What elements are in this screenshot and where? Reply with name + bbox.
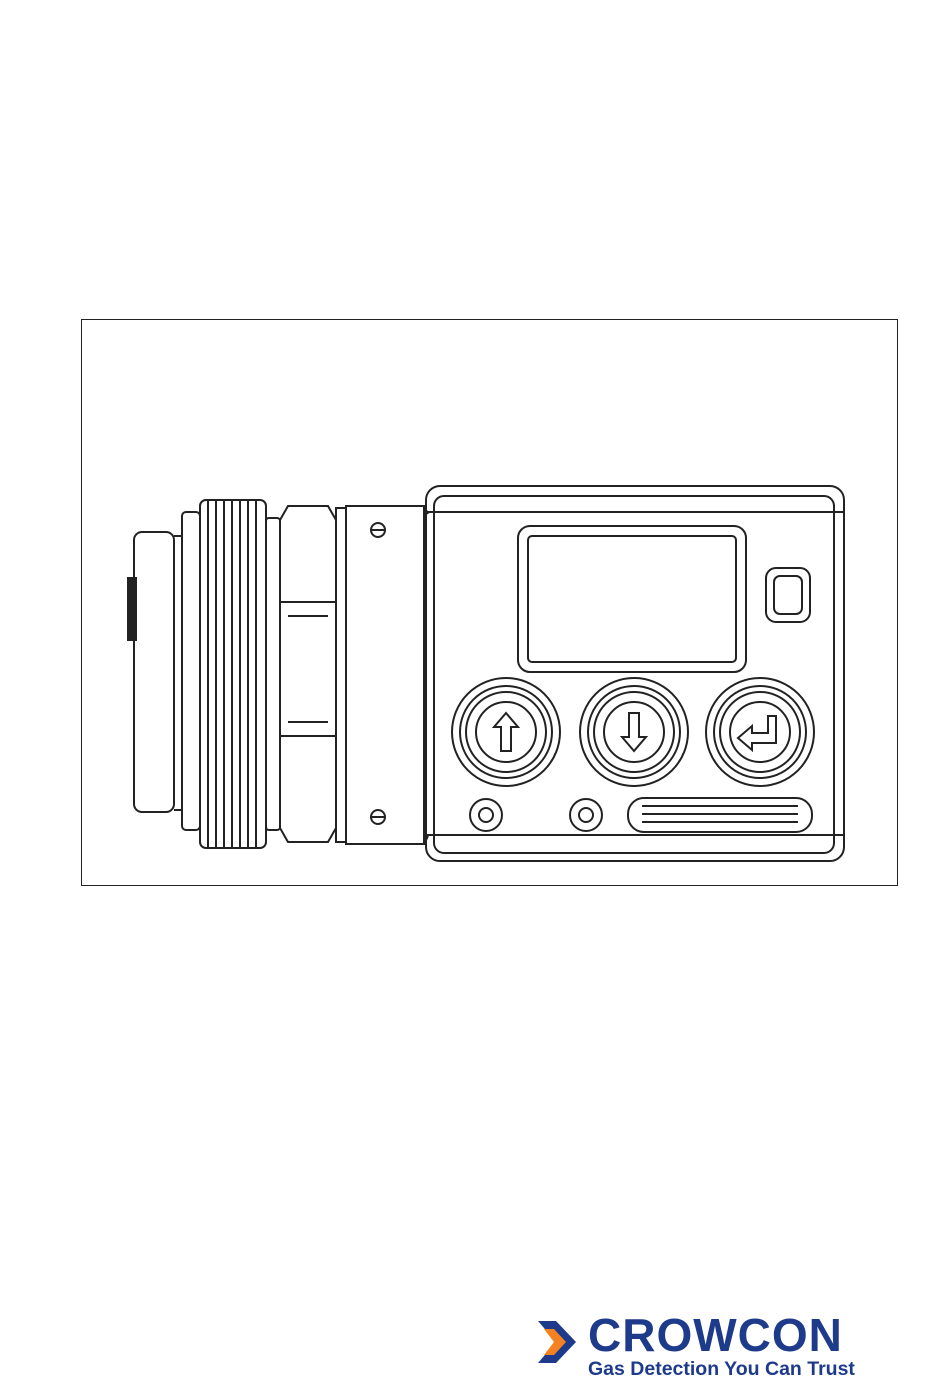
brand-tagline: Gas Detection You Can Trust [588,1358,855,1381]
sensor-cap [128,532,182,812]
button-down[interactable] [580,678,688,786]
crowcon-mark-icon [536,1319,582,1365]
hex-nut [280,506,336,842]
threaded-collar [182,500,280,848]
crowcon-logo: CROWCON Gas Detection You Can Trust [536,1318,896,1390]
screw-left [470,799,502,831]
housing [426,486,844,861]
button-enter[interactable] [706,678,814,786]
detector-drawing [82,320,899,887]
magnetic-slot [628,798,812,832]
brand-name: CROWCON [588,1312,843,1358]
display-window [518,526,746,672]
mounting-bracket [336,506,428,844]
arrow-down-icon [622,713,646,751]
enter-return-icon [738,716,776,750]
arrow-up-icon [494,713,518,751]
figure-frame [81,319,898,886]
button-up[interactable] [452,678,560,786]
status-indicator [766,568,810,622]
screw-right [570,799,602,831]
